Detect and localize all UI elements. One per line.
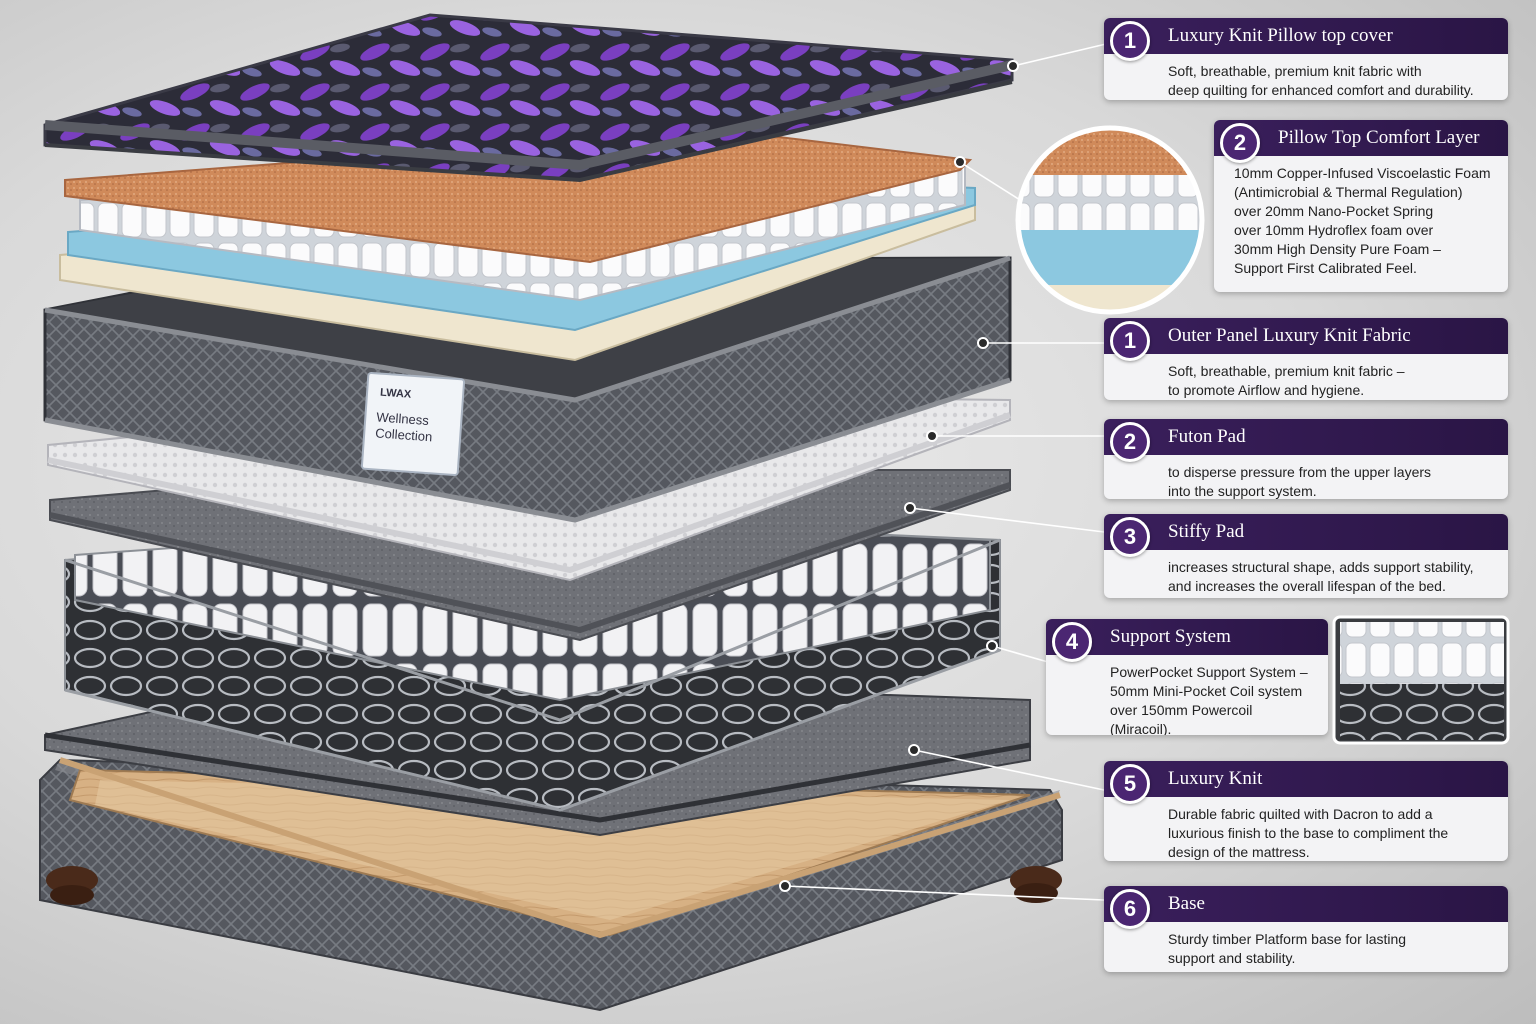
callout-title: Luxury Knit <box>1168 768 1263 789</box>
label-brand: LWAX <box>380 387 413 401</box>
callout-title: Outer Panel Luxury Knit Fabric <box>1168 325 1411 346</box>
product-label <box>360 371 466 477</box>
callout-luxury-knit: 5 Luxury Knit Durable fabric quilted with… <box>1104 761 1508 861</box>
callout-futon-pad: 2 Futon Pad to disperse pressure from the… <box>1104 419 1508 499</box>
callout-number-badge: 2 <box>1110 422 1150 462</box>
callout-number-badge: 4 <box>1052 622 1092 662</box>
support-system-inset <box>1332 615 1510 745</box>
callout-stiffy-pad: 3 Stiffy Pad increases structural shape, … <box>1104 514 1508 598</box>
callout-outer-panel: 1 Outer Panel Luxury Knit Fabric Soft, br… <box>1104 318 1508 400</box>
callout-description: Soft, breathable, premium knit fabric wi… <box>1168 63 1474 98</box>
callout-title: Pillow Top Comfort Layer <box>1278 127 1480 148</box>
callout-title: Luxury Knit Pillow top cover <box>1168 25 1393 46</box>
callout-title: Futon Pad <box>1168 426 1246 447</box>
callout-title: Base <box>1168 893 1205 914</box>
callout-description: to disperse pressure from the upper laye… <box>1168 464 1432 499</box>
callout-support-system: 4 Support System PowerPocket Support Syst… <box>1046 619 1328 735</box>
callout-pillow-top-cover: 1 Luxury Knit Pillow top cover Soft, brea… <box>1104 18 1508 100</box>
comfort-layer-zoom <box>1015 125 1205 315</box>
callout-number-badge: 3 <box>1110 517 1150 557</box>
callout-number-badge: 2 <box>1220 123 1260 163</box>
callout-number-badge: 1 <box>1110 21 1150 61</box>
callout-description: Durable fabric quilted with Dacron to ad… <box>1168 806 1449 860</box>
callout-number-badge: 1 <box>1110 321 1150 361</box>
label-line-1: Wellness <box>376 409 430 428</box>
base-layer <box>39 757 1063 1012</box>
callout-description: Sturdy timber Platform base for lasting … <box>1168 931 1407 966</box>
pillow-top-cover-layer <box>43 13 1014 183</box>
callout-base: 6 Base Sturdy timber Platform base for la… <box>1104 886 1508 972</box>
callout-pillow-top-comfort-layer: 2 Pillow Top Comfort Layer 10mm Copper-In… <box>1214 120 1508 292</box>
callout-description: 10mm Copper-Infused Viscoelastic Foam (A… <box>1234 165 1491 276</box>
label-line-2: Collection <box>375 425 433 444</box>
callout-title: Support System <box>1110 626 1231 647</box>
callout-title: Stiffy Pad <box>1168 521 1245 542</box>
callout-number-badge: 6 <box>1110 889 1150 929</box>
callout-number-badge: 5 <box>1110 764 1150 804</box>
callout-description: Soft, breathable, premium knit fabric – … <box>1168 363 1405 398</box>
callout-description: PowerPocket Support System – 50mm Mini-P… <box>1110 664 1308 735</box>
callout-description: increases structural shape, adds support… <box>1168 559 1474 594</box>
leader-lines <box>779 43 1107 901</box>
